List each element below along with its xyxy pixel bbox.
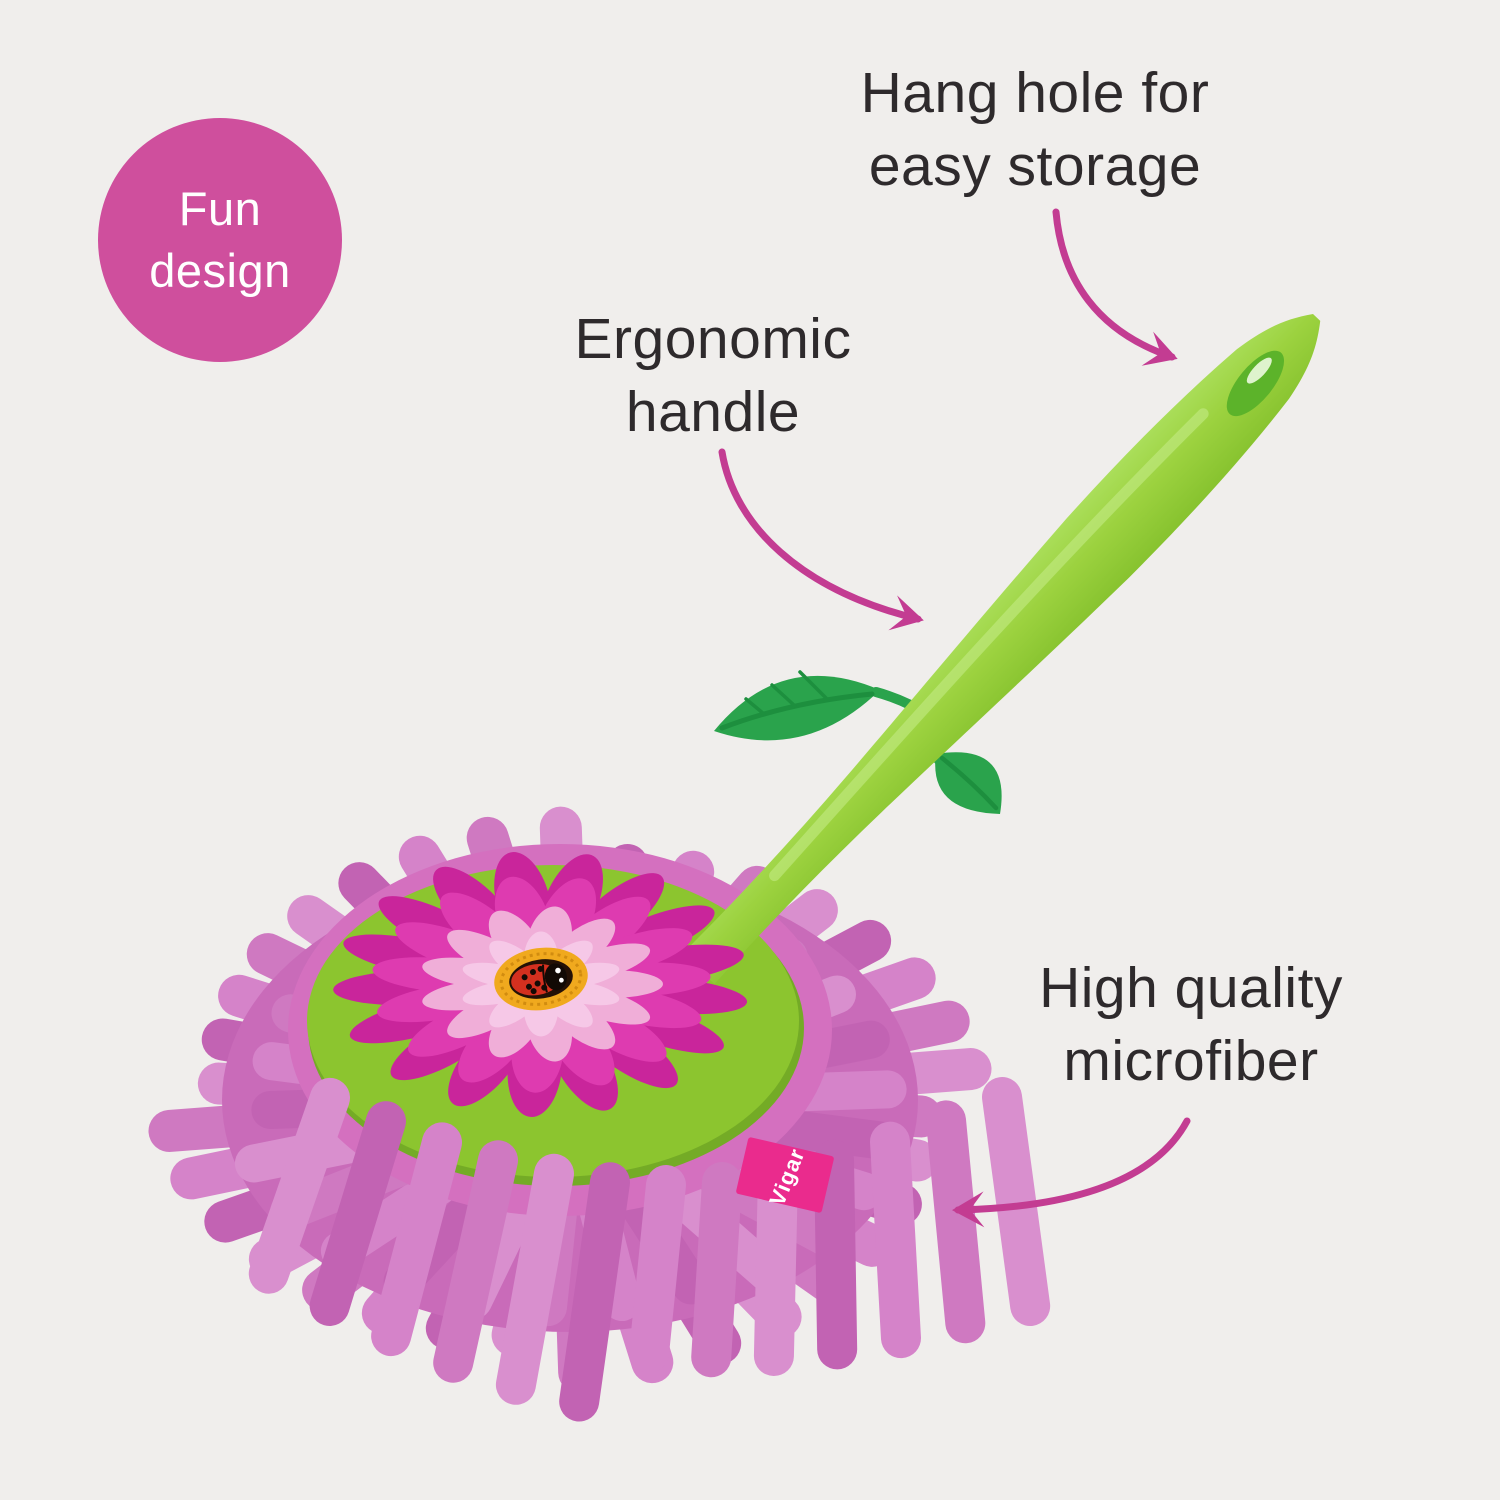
arrow-ergonomic-handle bbox=[718, 448, 924, 631]
ergonomic-label-line1: Ergonomic bbox=[574, 307, 852, 371]
hang-hole-label-line2: easy storage bbox=[868, 134, 1202, 198]
microfiber-label-line1: High quality bbox=[1039, 956, 1343, 1020]
hang-hole bbox=[1226, 350, 1285, 417]
brand-tag: Vigar bbox=[736, 1137, 834, 1213]
hang-hole-label-line1: Hang hole for bbox=[860, 61, 1210, 125]
microfiber-label: High quality microfiber bbox=[941, 952, 1441, 1098]
fun-design-badge: Fun design bbox=[98, 118, 342, 362]
arrow-microfiber bbox=[952, 1117, 1191, 1228]
annotation-arrows bbox=[718, 208, 1191, 1228]
handle bbox=[682, 314, 1321, 984]
arrow-hang-hole bbox=[1052, 208, 1178, 366]
ergonomic-label-line2: handle bbox=[625, 380, 801, 444]
hang-hole-label: Hang hole for easy storage bbox=[775, 57, 1295, 203]
mop-fringe-front bbox=[248, 1077, 1051, 1422]
ergonomic-handle-label: Ergonomic handle bbox=[463, 303, 963, 449]
flower bbox=[333, 852, 748, 1118]
badge-line2: design bbox=[149, 244, 291, 297]
badge-line1: Fun bbox=[178, 182, 262, 235]
ladybug-center bbox=[494, 947, 588, 1011]
microfiber-label-line2: microfiber bbox=[1063, 1029, 1319, 1093]
